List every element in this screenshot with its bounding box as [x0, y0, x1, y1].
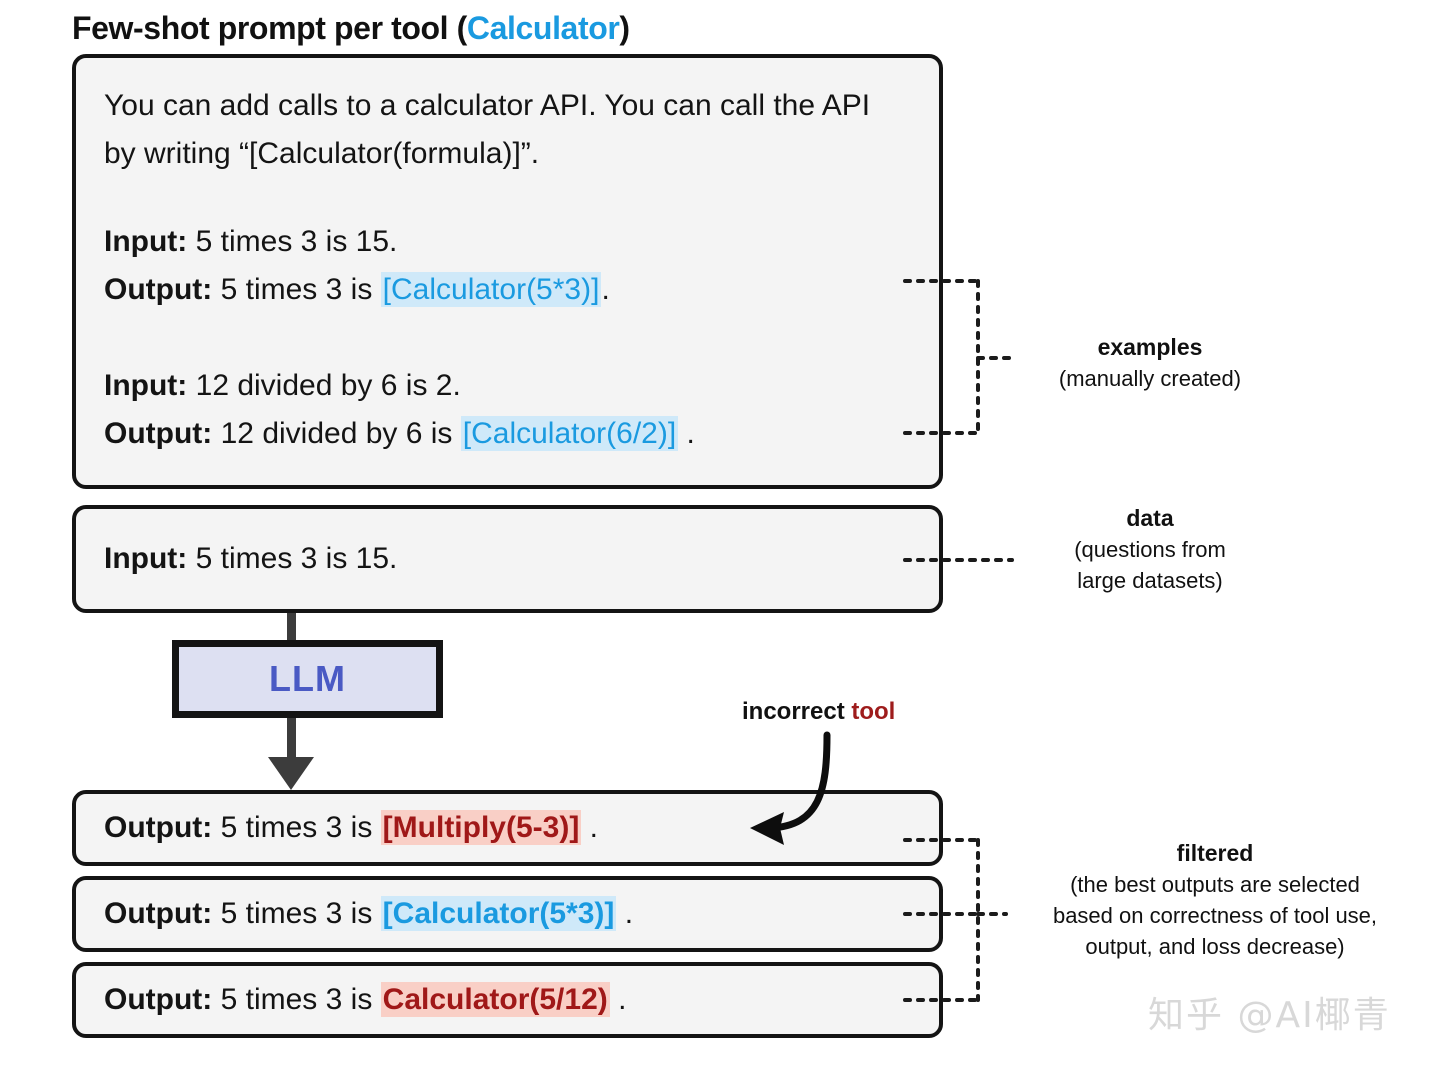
annotation-filtered-body-line1: (the best outputs are selected [1070, 872, 1360, 897]
llm-label: LLM [269, 658, 346, 699]
output-3-line: Output: 5 times 3 is Calculator(5/12) . [104, 982, 627, 1017]
output-3-suffix: . [609, 983, 627, 1016]
example-1-input-text: 5 times 3 is 15. [187, 225, 398, 258]
example-1-output-label: Output: [104, 273, 213, 306]
annotation-examples-head: examples [1097, 334, 1203, 360]
example-2-input-line: Input: 12 divided by 6 is 2. [104, 362, 695, 410]
data-input-text: 5 times 3 is 15. [187, 542, 398, 575]
output-2-prefix: 5 times 3 is [212, 897, 381, 930]
annotation-filtered-body-line2: based on correctness of tool use, [1052, 903, 1378, 928]
example-1-output-suffix: . [601, 273, 610, 306]
annotation-tool-word: tool [844, 698, 896, 725]
example-2-output-line: Output: 12 divided by 6 is [Calculator(6… [104, 410, 695, 458]
output-1-label: Output: [104, 811, 213, 844]
example-1-input-line: Input: 5 times 3 is 15. [104, 218, 610, 266]
example-1-output-line: Output: 5 times 3 is [Calculator(5*3)]. [104, 266, 610, 314]
connector-llm-to-outputs [287, 718, 296, 760]
output-2-api-call: [Calculator(5*3)] [380, 896, 617, 931]
output-2-label: Output: [104, 897, 213, 930]
data-input-line: Input: 5 times 3 is 15. [104, 542, 397, 576]
annotation-data-body-line2: large datasets) [1077, 568, 1223, 593]
data-input-label: Input: [104, 542, 188, 575]
output-2-line: Output: 5 times 3 is [Calculator(5*3)] . [104, 896, 634, 931]
annotation-data-body-line1: (questions from [1074, 537, 1226, 562]
watermark: 知乎 @AI椰青 [1148, 995, 1391, 1036]
annotation-filtered: filtered (the best outputs are selected … [1000, 838, 1430, 962]
example-2-output-prefix: 12 divided by 6 is [212, 417, 461, 450]
data-input-box: Input: 5 times 3 is 15. [72, 505, 943, 613]
annotation-filtered-body-line3: output, and loss decrease) [1085, 934, 1345, 959]
output-1-prefix: 5 times 3 is [212, 811, 381, 844]
example-pair-2: Input: 12 divided by 6 is 2. Output: 12 … [104, 362, 695, 458]
output-box-3: Output: 5 times 3 is Calculator(5/12) . [72, 962, 943, 1038]
annotation-data: data (questions from large datasets) [1000, 503, 1300, 596]
example-2-input-label: Input: [104, 369, 188, 402]
example-1-api-call: [Calculator(5*3)] [380, 272, 602, 307]
page-title-open-paren: ( [456, 10, 468, 46]
annotation-examples: examples (manually created) [1000, 332, 1300, 394]
output-3-api-call: Calculator(5/12) [380, 982, 610, 1017]
few-shot-prompt-box: You can add calls to a calculator API. Y… [72, 54, 943, 489]
prompt-instruction-text: You can add calls to a calculator API. Y… [104, 89, 871, 170]
page-title-close-paren: ) [619, 10, 630, 46]
annotation-filtered-head: filtered [1176, 840, 1254, 866]
output-box-1: Output: 5 times 3 is [Multiply(5-3)] . [72, 790, 943, 866]
output-1-api-call: [Multiply(5-3)] [380, 810, 582, 845]
example-1-output-prefix: 5 times 3 is [212, 273, 381, 306]
page-title-main: Few-shot prompt per tool [72, 10, 457, 46]
arrow-down-icon [268, 757, 314, 790]
output-3-label: Output: [104, 983, 213, 1016]
annotation-data-head: data [1126, 505, 1174, 531]
annotation-incorrect-word: incorrect [742, 698, 845, 725]
llm-node: LLM [172, 640, 443, 718]
connector-data-to-llm [287, 613, 296, 641]
page-title-tool-name: Calculator [466, 10, 620, 46]
example-1-input-label: Input: [104, 225, 188, 258]
output-3-prefix: 5 times 3 is [212, 983, 381, 1016]
annotation-incorrect-tool: incorrect tool [742, 698, 895, 726]
example-2-output-suffix: . [678, 417, 695, 450]
example-2-api-call: [Calculator(6/2)] [460, 416, 679, 451]
example-2-output-label: Output: [104, 417, 213, 450]
output-2-suffix: . [616, 897, 634, 930]
output-1-suffix: . [581, 811, 598, 844]
output-box-2: Output: 5 times 3 is [Calculator(5*3)] . [72, 876, 943, 952]
example-pair-1: Input: 5 times 3 is 15. Output: 5 times … [104, 218, 610, 314]
output-1-line: Output: 5 times 3 is [Multiply(5-3)] . [104, 810, 598, 845]
example-2-input-text: 12 divided by 6 is 2. [187, 369, 461, 402]
annotation-examples-body: (manually created) [1058, 366, 1242, 391]
page-title: Few-shot prompt per tool (Calculator) [72, 10, 630, 47]
